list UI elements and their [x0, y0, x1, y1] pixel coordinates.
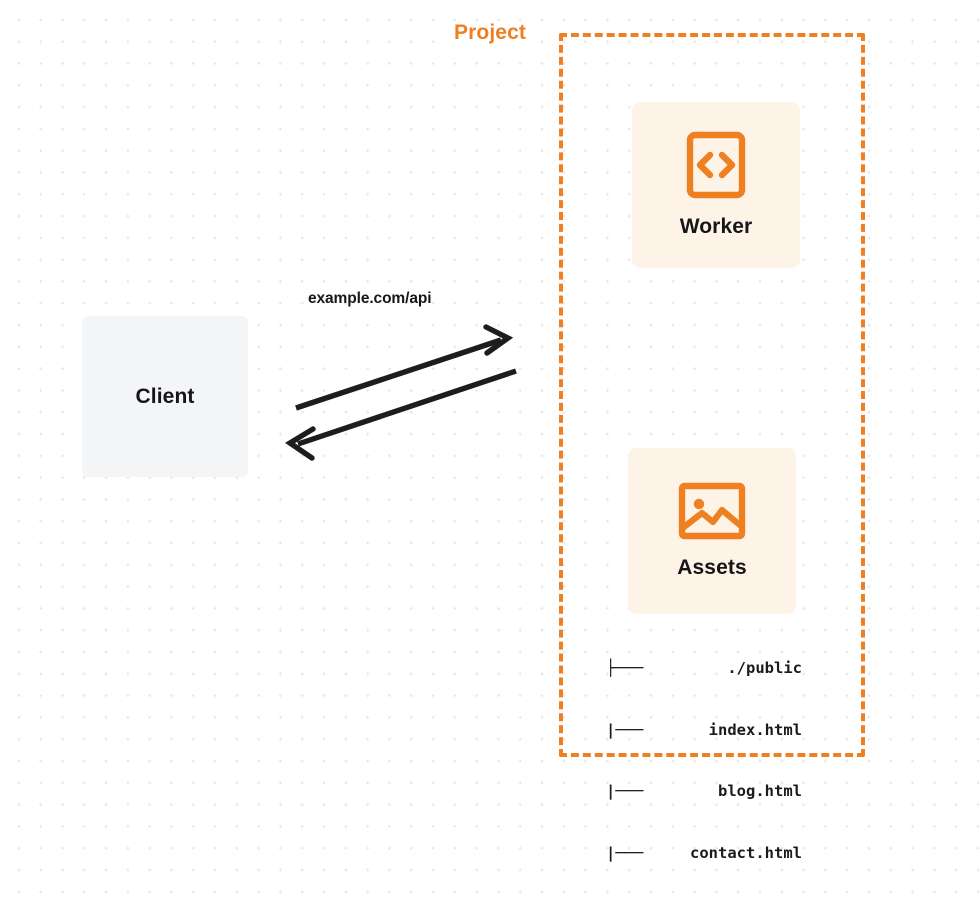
image-icon [678, 482, 746, 540]
code-brackets-icon [686, 131, 746, 199]
client-node[interactable]: Client [82, 316, 248, 477]
project-title: Project [447, 21, 533, 45]
tree-branch: |─── [606, 720, 644, 739]
tree-branch: |─── [606, 782, 644, 800]
tree-item-name: index.html [708, 720, 802, 739]
diagram-canvas: Client example.com/api Project Worker [82, 21, 865, 862]
tree-row: |─── index.html [606, 720, 802, 741]
connection-label: example.com/api [308, 290, 432, 307]
worker-node[interactable]: Worker [632, 102, 800, 268]
tree-row: |─── contact.html [606, 843, 802, 864]
worker-label: Worker [679, 215, 753, 238]
assets-file-tree: ├─── ./public |─── index.html |─── blog.… [606, 617, 802, 904]
tree-branch: |─── [606, 843, 644, 862]
request-arrow [295, 324, 514, 411]
tree-row: ├─── ./public [606, 658, 802, 679]
response-arrow [285, 368, 517, 461]
client-label: Client [135, 384, 195, 408]
assets-label: Assets [677, 556, 747, 579]
tree-row: |─── blog.html [606, 781, 802, 802]
tree-item-name: ./public [727, 659, 802, 677]
tree-item-name: contact.html [690, 843, 802, 862]
project-container [559, 33, 865, 757]
assets-node[interactable]: Assets [628, 448, 796, 614]
tree-branch: ├─── [606, 659, 644, 677]
tree-item-name: blog.html [718, 782, 802, 800]
